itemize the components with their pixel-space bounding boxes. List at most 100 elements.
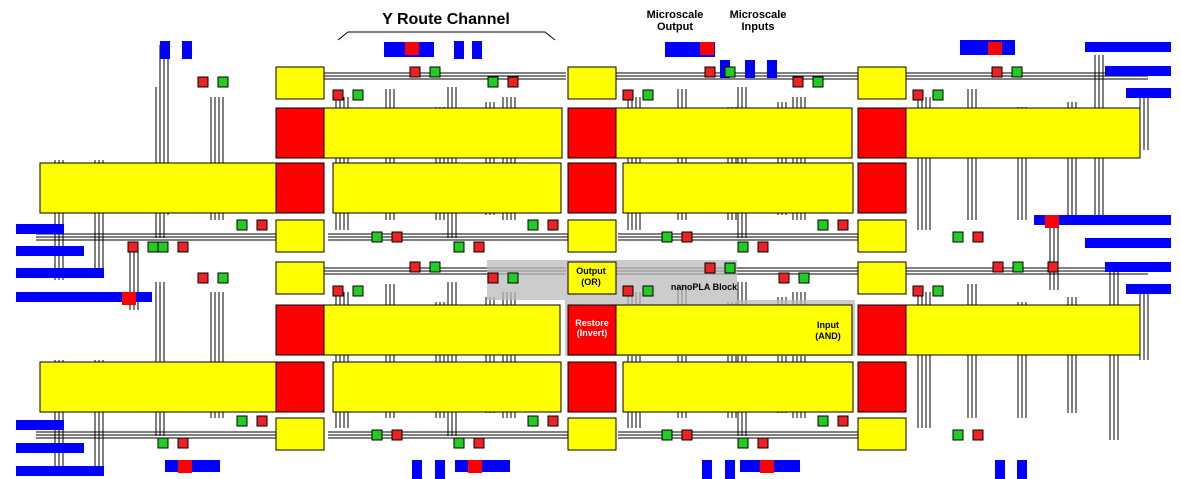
- inverter-node: [972, 429, 984, 441]
- microscale-wire: [16, 268, 104, 278]
- output-or-label: Output: [576, 266, 606, 276]
- input-and-plane: [39, 361, 277, 413]
- microscale-wire: [435, 460, 445, 479]
- input-and-plane: [613, 107, 853, 159]
- y-route-channel-bracket: [337, 31, 556, 41]
- microscale-wire: [1126, 88, 1171, 98]
- inverter-node: [547, 415, 559, 427]
- buffer-node: [157, 241, 169, 253]
- inverter-node: [409, 66, 421, 78]
- microscale-wire-stripe: [1045, 215, 1059, 228]
- inverter-node: [332, 89, 344, 101]
- microscale-wire: [16, 246, 84, 256]
- output-or-plane: [567, 66, 617, 100]
- output-or-plane: [857, 219, 907, 253]
- buffer-node: [429, 66, 441, 78]
- inverter-node: [778, 272, 790, 284]
- inverter-node: [177, 437, 189, 449]
- microscale-wire-stripe: [405, 42, 419, 55]
- input-and-plane: [905, 304, 1141, 356]
- output-or-plane: [567, 261, 617, 295]
- buffer-node: [527, 415, 539, 427]
- buffer-node: [817, 219, 829, 231]
- restoration-node-layer: [127, 66, 1059, 449]
- inverter-node: [256, 415, 268, 427]
- inverter-node: [992, 261, 1004, 273]
- microscale-wire: [472, 41, 482, 59]
- inverter-node: [912, 285, 924, 297]
- restore-plane: [275, 107, 325, 159]
- microscale-wire: [995, 460, 1005, 479]
- buffer-node: [371, 231, 383, 243]
- microscale-wire-stripe: [468, 460, 482, 473]
- buffer-node: [157, 437, 169, 449]
- buffer-node: [429, 261, 441, 273]
- microscale-wire: [16, 466, 104, 476]
- buffer-node: [1011, 66, 1023, 78]
- input-and-plane: [622, 361, 854, 413]
- inverter-node: [912, 89, 924, 101]
- buffer-node: [661, 231, 673, 243]
- microscale-output-label: Microscale: [647, 9, 704, 21]
- restore-plane: [275, 304, 325, 356]
- microscale-wire: [767, 60, 777, 78]
- microscale-wire: [412, 460, 422, 479]
- output-or-plane: [567, 219, 617, 253]
- buffer-node: [217, 76, 229, 88]
- buffer-node: [932, 89, 944, 101]
- buffer-node: [147, 241, 159, 253]
- input-and-plane: [323, 107, 563, 159]
- buffer-node: [661, 429, 673, 441]
- inverter-node: [507, 76, 519, 88]
- buffer-node: [236, 219, 248, 231]
- inverter-node: [972, 231, 984, 243]
- buffer-node: [724, 66, 736, 78]
- inverter-node: [681, 429, 693, 441]
- inverter-node: [837, 219, 849, 231]
- buffer-node: [352, 89, 364, 101]
- buffer-node: [932, 285, 944, 297]
- microscale-wire: [1034, 215, 1171, 225]
- output-or-plane: [857, 66, 907, 100]
- microscale-wire: [16, 420, 64, 430]
- output-or-plane: [275, 417, 325, 451]
- label-layer: Y Route Channel Microscale Output Micros…: [337, 9, 841, 341]
- microscale-wire: [165, 460, 220, 472]
- microscale-wire: [16, 224, 64, 234]
- input-and-label-line2: (AND): [815, 331, 841, 341]
- inverter-node: [622, 285, 634, 297]
- y-route-channel-label: Y Route Channel: [382, 11, 510, 28]
- inverter-node: [704, 262, 716, 274]
- microscale-wire-stripe: [700, 42, 714, 55]
- inverter-node: [757, 241, 769, 253]
- buffer-node: [812, 76, 824, 88]
- inverter-node: [547, 219, 559, 231]
- restore-invert-label: Restore: [575, 318, 609, 328]
- inverter-node: [792, 76, 804, 88]
- restore-plane: [857, 361, 907, 413]
- microscale-wire: [960, 40, 1015, 55]
- restore-plane: [857, 304, 907, 356]
- microscale-inputs-label: Microscale: [730, 9, 787, 21]
- microscale-wire-stripe: [178, 460, 192, 473]
- output-or-plane: [275, 261, 325, 295]
- input-and-plane: [323, 304, 561, 356]
- buffer-node: [453, 241, 465, 253]
- inverter-node: [757, 437, 769, 449]
- buffer-node: [737, 241, 749, 253]
- buffer-node: [798, 272, 810, 284]
- microscale-wire-stripe: [988, 42, 1002, 55]
- microscale-inputs-label-line2: Inputs: [742, 21, 775, 33]
- microscale-wire-stripe: [122, 292, 136, 305]
- inverter-node: [197, 76, 209, 88]
- microscale-wire: [725, 460, 735, 479]
- microscale-wire: [745, 60, 755, 78]
- microscale-wire: [1105, 66, 1171, 76]
- buffer-node: [507, 272, 519, 284]
- inverter-node: [1047, 261, 1059, 273]
- output-or-plane: [567, 417, 617, 451]
- restore-invert-label-line2: (Invert): [577, 328, 608, 338]
- buffer-node: [952, 429, 964, 441]
- inverter-node: [473, 437, 485, 449]
